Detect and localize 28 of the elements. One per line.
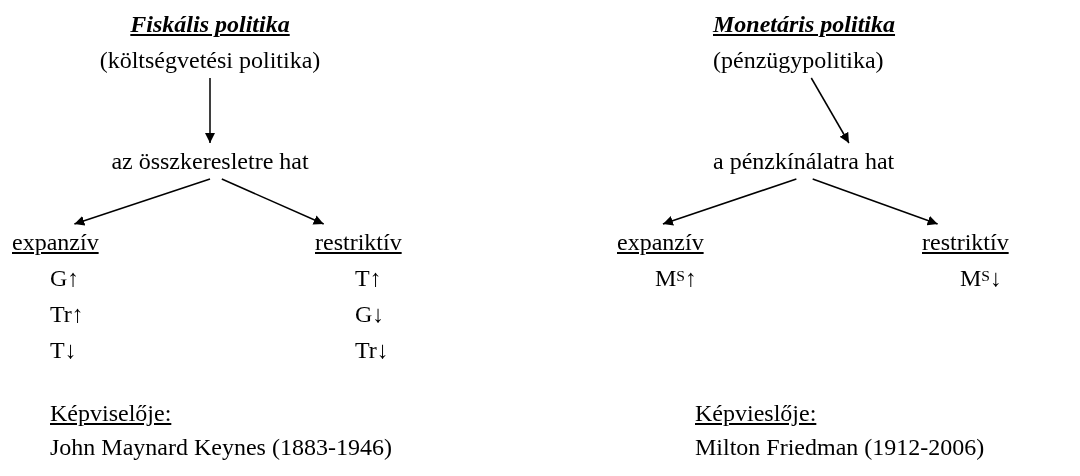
arrow	[810, 77, 850, 144]
branch-heading: expanzív	[12, 228, 99, 257]
effect-item: Tr↑	[50, 300, 84, 329]
effect-item: M$^{S}$↑	[655, 264, 698, 293]
arrow	[205, 77, 215, 144]
effect-item: T↑	[355, 264, 382, 293]
branch-heading: restriktív	[315, 228, 402, 257]
effect-item: G↓	[355, 300, 385, 329]
effect-text: az összkeresletre hat	[111, 147, 309, 176]
effect-item: M$^{S}$↓	[960, 264, 1003, 293]
subtitle: (költségvetési politika)	[99, 46, 321, 75]
arrow	[811, 178, 939, 226]
heading: Monetáris politika	[713, 10, 896, 39]
effect-item: G↑	[50, 264, 80, 293]
representative-label: Képvieslője:	[695, 399, 817, 428]
economist-name: Milton Friedman (1912-2006)	[695, 433, 985, 462]
heading: Fiskális politika	[130, 10, 290, 39]
arrow	[221, 178, 325, 225]
subtitle: (pénzügypolitika)	[713, 46, 884, 75]
representative-label: Képviselője:	[50, 399, 172, 428]
branch-heading: restriktív	[922, 228, 1009, 257]
effect-item: Tr↓	[355, 336, 389, 365]
effect-item: T↓	[50, 336, 77, 365]
effect-text: a pénzkínálatra hat	[713, 147, 895, 176]
arrow	[73, 178, 211, 226]
economist-name: John Maynard Keynes (1883-1946)	[50, 433, 392, 462]
branch-heading: expanzív	[617, 228, 704, 257]
arrow	[662, 178, 798, 226]
